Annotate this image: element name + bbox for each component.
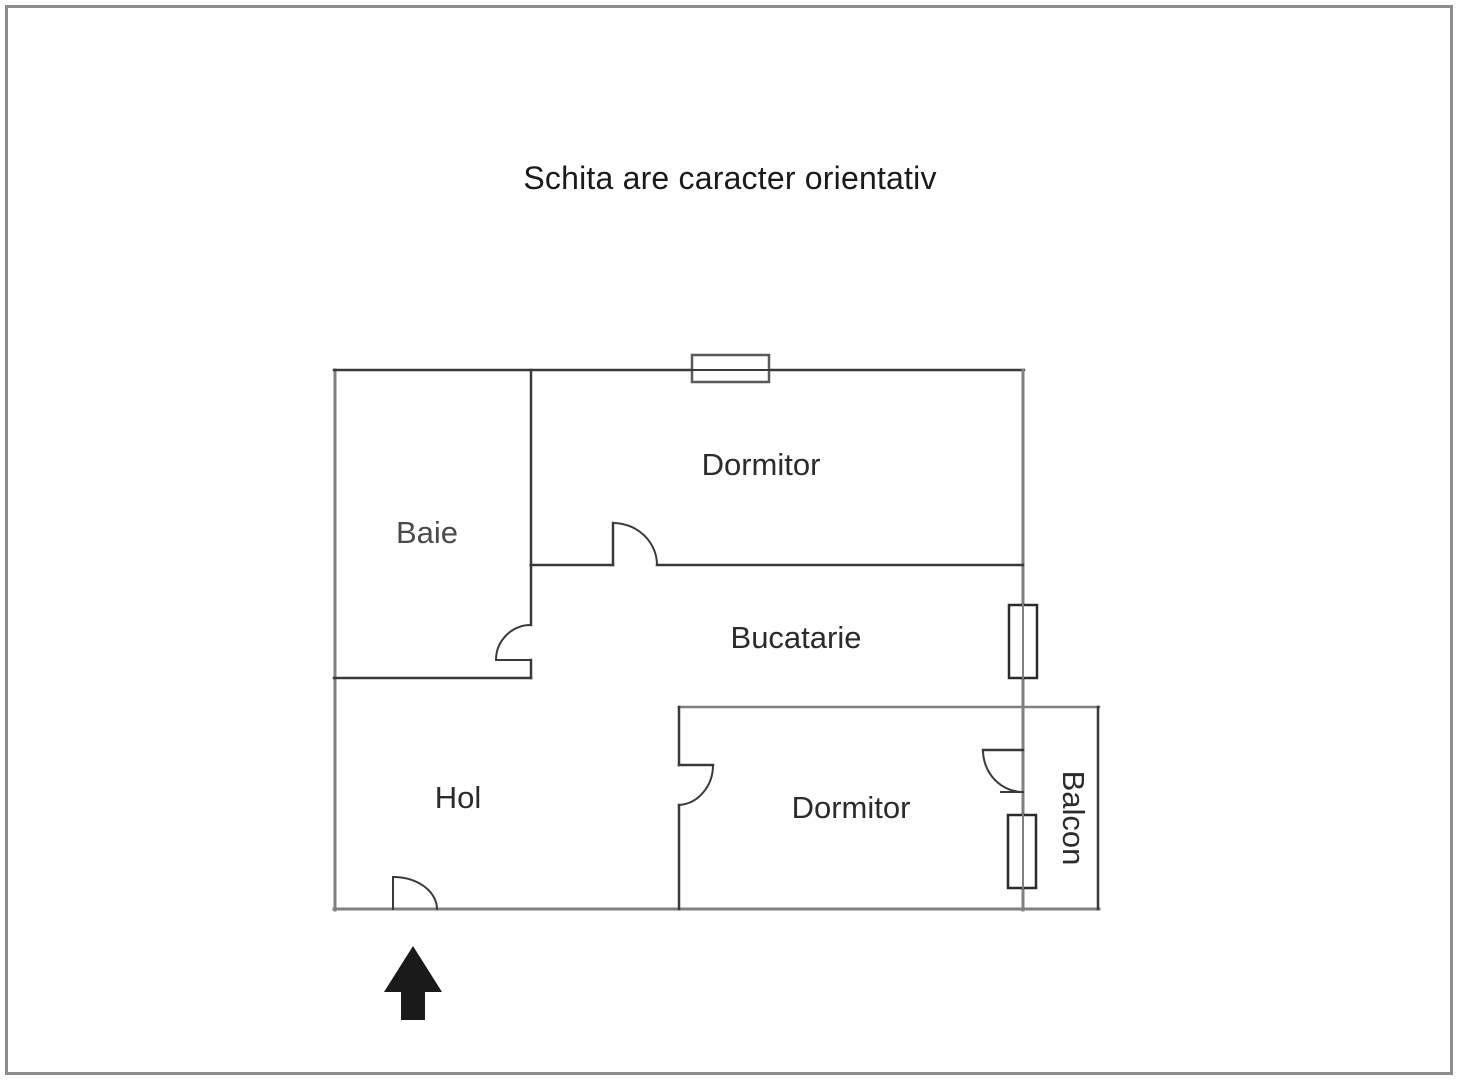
room-label-baie: Baie [396, 515, 458, 550]
page-title: Schita are caracter orientativ [523, 160, 937, 196]
room-label-dormitor-top: Dormitor [702, 447, 821, 482]
door-dormitor-top [611, 521, 659, 567]
walls-group [332, 353, 1101, 912]
room-label-balcon: Balcon [1056, 771, 1091, 866]
room-label-dormitor-bottom: Dormitor [792, 790, 911, 825]
room-label-hol: Hol [435, 780, 482, 815]
door-entrance [391, 875, 439, 911]
door-entrance-arc [391, 875, 439, 911]
door-dormitor-top-arc [611, 521, 659, 567]
window-dormitor-top [690, 353, 771, 384]
door-dormitor-bottom-arc [677, 763, 715, 807]
room-label-bucatarie: Bucatarie [731, 620, 862, 655]
door-dormitor-bottom [677, 763, 715, 807]
door-balcon [981, 748, 1025, 794]
door-balcon-arc [981, 748, 1025, 794]
door-baie-arc [494, 623, 533, 662]
north-arrow [384, 946, 442, 1020]
door-baie [494, 623, 533, 662]
